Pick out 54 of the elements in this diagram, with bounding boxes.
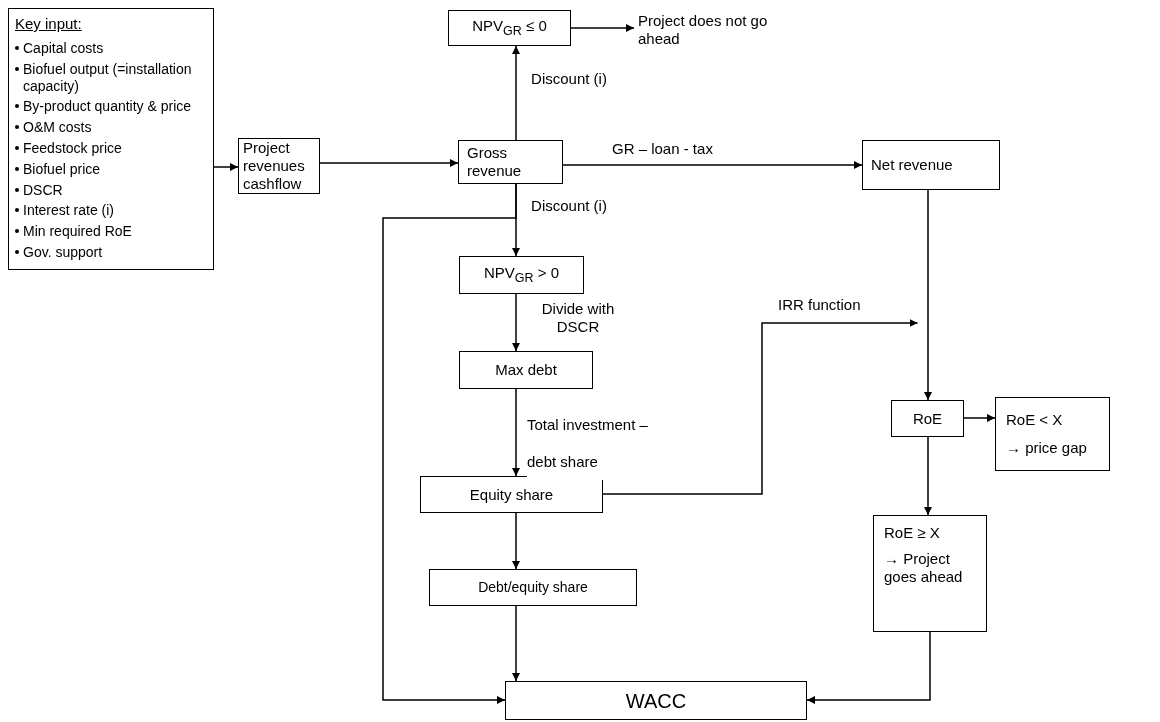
arrow — [963, 414, 996, 422]
box-text: NPV$_{GR}$ ≤ 0 — [472, 17, 547, 39]
arrow — [924, 436, 932, 516]
list-item: By-product quantity & price — [23, 98, 192, 116]
process-box — [429, 569, 637, 606]
arrow — [562, 161, 863, 169]
process-box — [448, 10, 571, 46]
arrow — [570, 24, 635, 32]
box-text: → price gap — [1006, 439, 1087, 457]
arrow — [512, 293, 520, 352]
input-list-box — [8, 8, 214, 270]
box-text: Project revenues cashflow — [243, 139, 306, 193]
box-text: RoE — [912, 409, 943, 428]
process-box — [862, 140, 1000, 190]
process-box — [995, 397, 1110, 471]
box-text: Gross revenue — [467, 144, 523, 180]
list-item: Gov. support — [23, 243, 103, 261]
arrow — [512, 512, 520, 570]
list-item: Biofuel output (=installation capacity) — [23, 60, 193, 95]
box-text: Net revenue — [871, 156, 953, 174]
box-text: → Project goes ahead — [884, 550, 964, 586]
box-text: Debt/equity share — [478, 579, 588, 596]
box-text: WACC — [625, 688, 687, 713]
arrow — [512, 388, 520, 477]
box-text: RoE ≥ X — [884, 524, 940, 542]
process-box — [458, 140, 563, 184]
arrow — [382, 183, 517, 704]
arrow — [213, 163, 239, 171]
box-text: Project does not go ahead — [638, 12, 769, 48]
box-text: RoE < X — [1006, 411, 1063, 429]
list-item: Min required RoE — [23, 223, 132, 240]
process-box — [420, 476, 603, 513]
arrow — [924, 189, 932, 401]
box-text: Max debt — [495, 361, 557, 379]
list-item: Feedstock price — [23, 140, 122, 157]
list-heading: Key input: — [15, 15, 82, 33]
arrow — [319, 159, 459, 167]
process-box — [459, 256, 584, 294]
process-box — [891, 400, 964, 437]
arrow — [806, 631, 931, 704]
process-box — [873, 515, 987, 632]
box-text: NPV$_{GR}$ > 0 — [484, 264, 559, 286]
list-item: DSCR — [23, 181, 63, 199]
arrow — [512, 45, 520, 141]
process-box — [505, 681, 807, 720]
arrow — [512, 605, 520, 682]
list-item: O&M costs — [23, 119, 92, 136]
arrow — [602, 319, 919, 495]
process-box — [238, 138, 320, 194]
list-item: Capital costs — [23, 40, 104, 57]
list-item: Biofuel price — [23, 160, 101, 178]
process-box — [459, 351, 593, 389]
box-text: Equity share — [469, 485, 554, 504]
list-item: Interest rate (i) — [23, 202, 115, 220]
